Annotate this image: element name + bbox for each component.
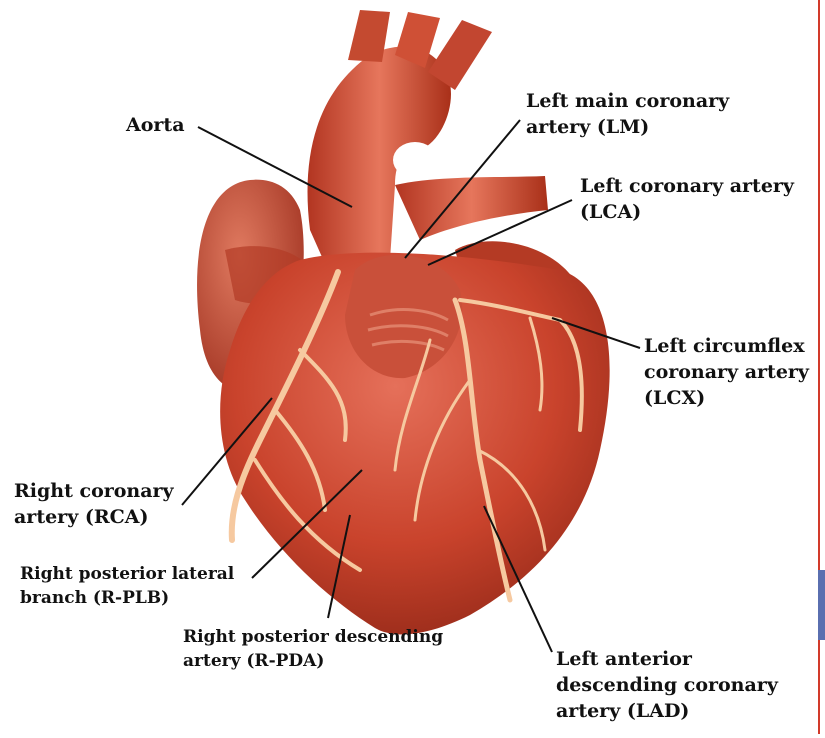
label-left-coronary-artery: Left coronary artery (LCA): [580, 173, 794, 225]
label-lad-line-3: artery (LAD): [556, 698, 778, 724]
label-left-anterior-descending-artery: Left anterior descending coronary artery…: [556, 646, 778, 724]
right-edge-block: [818, 570, 825, 640]
label-rca-line-1: Right coronary: [14, 478, 174, 504]
label-lm-line-2: artery (LM): [526, 114, 729, 140]
label-lcx-line-3: (LCX): [644, 385, 809, 411]
label-right-posterior-descending-artery: Right posterior descending artery (R-PDA…: [183, 625, 443, 673]
pulmonary-artery: [395, 176, 548, 240]
label-lcx-line-2: coronary artery: [644, 359, 809, 385]
label-lca-line-2: (LCA): [580, 199, 794, 225]
label-rpda-line-2: artery (R-PDA): [183, 649, 443, 673]
label-rpda-line-1: Right posterior descending: [183, 625, 443, 649]
label-aorta-line-1: Aorta: [126, 112, 185, 138]
label-rplb-line-1: Right posterior lateral: [20, 562, 234, 586]
label-left-main-coronary-artery: Left main coronary artery (LM): [526, 88, 729, 140]
label-rca-line-2: artery (RCA): [14, 504, 174, 530]
label-aorta: Aorta: [126, 112, 185, 138]
label-lm-line-1: Left main coronary: [526, 88, 729, 114]
label-lcx-line-1: Left circumflex: [644, 333, 809, 359]
label-lad-line-1: Left anterior: [556, 646, 778, 672]
label-lca-line-1: Left coronary artery: [580, 173, 794, 199]
label-right-posterior-lateral-branch: Right posterior lateral branch (R-PLB): [20, 562, 234, 610]
aorta-arch-hole: [393, 142, 437, 178]
label-left-circumflex-artery: Left circumflex coronary artery (LCX): [644, 333, 809, 411]
label-right-coronary-artery: Right coronary artery (RCA): [14, 478, 174, 530]
label-lad-line-2: descending coronary: [556, 672, 778, 698]
label-rplb-line-2: branch (R-PLB): [20, 586, 234, 610]
